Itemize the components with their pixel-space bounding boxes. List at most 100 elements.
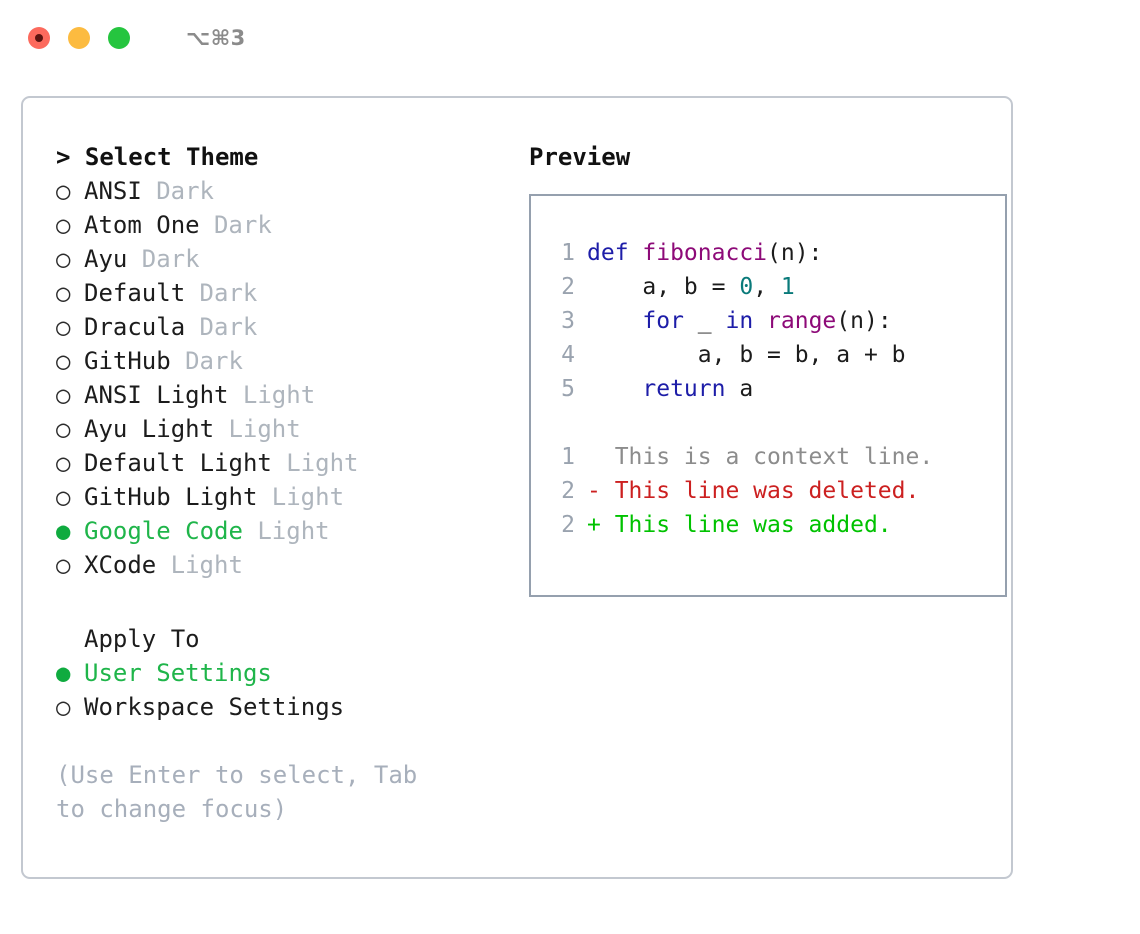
theme-option-ayu[interactable]: ○ Ayu Dark [56,242,509,276]
apply-to-list: ● User Settings ○Workspace Settings [56,656,509,724]
keyboard-shortcut-label: ⌥⌘3 [186,26,246,50]
code-token-num: 1 [780,274,795,300]
code-token-pl: , [753,274,781,300]
apply-to-header: Apply To [84,625,200,653]
theme-option-default[interactable]: ○ Default Dark [56,276,509,310]
code-token-pl: a, b = b, a + b [587,342,906,368]
line-number: 2 [561,478,575,504]
close-button[interactable] [28,27,50,49]
theme-option-label: Ayu [84,245,128,273]
theme-option-tag: Dark [156,177,214,205]
radio-unselected-icon: ○ [56,551,71,579]
theme-option-label: Atom One [84,211,200,239]
code-token-pl: (n): [836,308,892,334]
radio-selected-icon: ● [56,659,71,687]
diff-line-del: 2 - This line was deleted. [549,474,1005,508]
theme-option-dracula[interactable]: ○ Dracula Dark [56,310,509,344]
line-number: 5 [561,376,575,402]
zoom-button[interactable] [108,27,130,49]
theme-option-tag: Light [286,449,359,477]
theme-option-tag: Dark [141,245,200,273]
theme-option-github-light[interactable]: ○ GitHub Light Light [56,480,509,514]
line-number: 3 [561,308,575,334]
line-number: 4 [561,342,575,368]
code-token-pl [587,376,642,402]
apply-to-option-workspace-settings[interactable]: ○Workspace Settings [56,690,509,724]
theme-option-label: Dracula [84,313,186,341]
minimize-button[interactable] [68,27,90,49]
diff-line-add: 2 + This line was added. [549,508,1005,542]
code-token-kw: def [587,240,643,266]
radio-unselected-icon: ○ [56,415,71,443]
theme-option-default-light[interactable]: ○ Default Light Light [56,446,509,480]
code-token-fn: range [767,308,837,334]
theme-option-atom-one[interactable]: ○ Atom One Dark [56,208,509,242]
diff-line-ctx: 1 This is a context line. [549,440,1005,474]
theme-option-label: ANSI [84,177,142,205]
diff-line-text: - This line was deleted. [587,478,920,504]
theme-option-tag: Light [257,517,330,545]
theme-option-tag: Light [271,483,345,511]
preview-header: Preview [529,143,631,171]
theme-option-label: Default [84,279,186,307]
code-token-num: 0 [739,274,754,300]
theme-option-google-code[interactable]: ● Google Code Light [56,514,509,548]
line-number: 1 [561,240,575,266]
theme-option-label: GitHub Light [84,483,258,511]
code-token-pl: a [725,376,754,402]
code-line: 3 for _ in range(n): [549,304,1005,338]
code-token-pl: _ [683,308,726,334]
code-token-pl [587,308,642,334]
code-token-pl [753,308,767,334]
radio-unselected-icon: ○ [56,483,71,511]
theme-option-tag: Dark [199,313,258,341]
code-token-kw: return [642,376,726,402]
theme-option-tag: Dark [185,347,243,375]
code-token-kw: in [725,308,754,334]
code-token-fn: fibonacci [642,240,768,266]
theme-option-xcode[interactable]: ○ XCode Light [56,548,509,582]
select-theme-header: > Select Theme [56,143,259,171]
code-line: 2 a, b = 0, 1 [549,270,1005,304]
apply-to-option-user-settings[interactable]: ● User Settings [56,656,509,690]
theme-option-tag: Dark [199,279,258,307]
radio-unselected-icon: ○ [56,211,71,239]
line-number: 2 [561,512,575,538]
window-controls [28,27,130,49]
radio-unselected-icon: ○ [56,381,71,409]
theme-option-tag: Light [170,551,243,579]
code-line: 4 a, b = b, a + b [549,338,1005,372]
theme-option-tag: Light [228,415,301,443]
diff-sample: 1 This is a context line. 2 - This line wa… [549,440,1005,542]
theme-option-tag: Dark [213,211,272,239]
theme-option-label: Google Code [84,517,243,545]
code-token-pl: (n): [767,240,823,266]
radio-unselected-icon: ○ [56,693,71,721]
titlebar: ⌥⌘3 [0,0,1140,76]
keyboard-hint-text: (Use Enter to select, Tab to change focu… [56,761,418,823]
diff-line-text: + This line was added. [587,512,892,538]
apply-to-option-label: User Settings [84,659,272,687]
diff-line-text: This is a context line. [587,444,934,470]
radio-selected-icon: ● [56,517,71,545]
radio-unselected-icon: ○ [56,245,71,273]
theme-option-ayu-light[interactable]: ○ Ayu Light Light [56,412,509,446]
line-number: 2 [561,274,575,300]
theme-option-label: Ayu Light [84,415,215,443]
radio-unselected-icon: ○ [56,279,71,307]
theme-option-label: XCode [84,551,157,579]
code-token-pl: a, b = [587,274,740,300]
radio-unselected-icon: ○ [56,449,71,477]
theme-option-label: Default Light [84,449,272,477]
radio-unselected-icon: ○ [56,313,71,341]
